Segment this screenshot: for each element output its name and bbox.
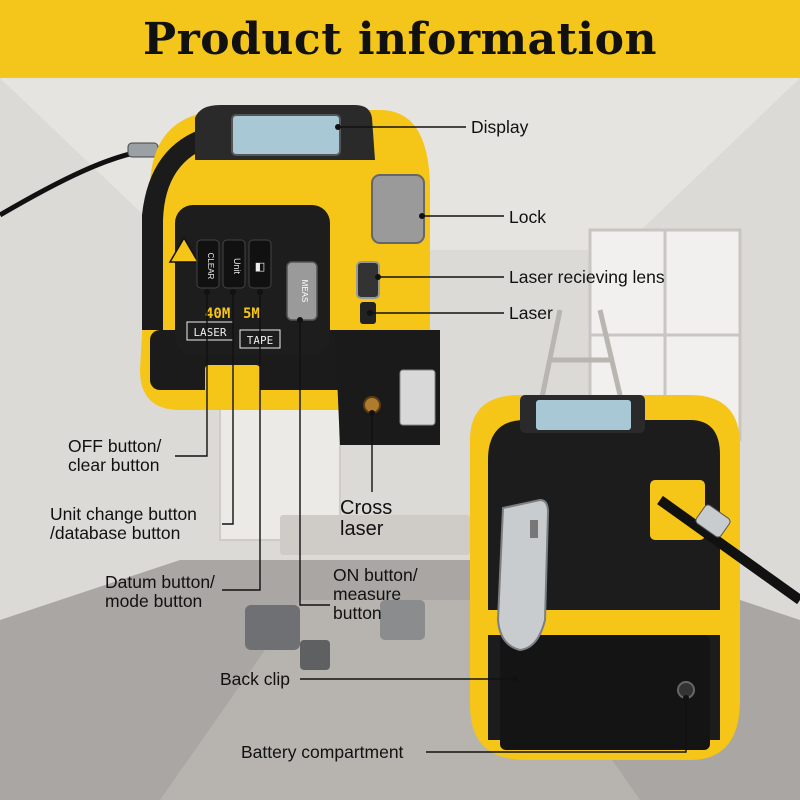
lock-slider xyxy=(371,174,425,244)
label-unit-button-line1: Unit change button xyxy=(50,504,197,524)
lanyard-cord xyxy=(0,147,151,218)
label-cross-laser-line2: laser xyxy=(340,518,384,540)
label-datum-button: Datum button/ mode button xyxy=(105,573,215,611)
back-device xyxy=(470,395,800,760)
label-battery-compartment: Battery compartment xyxy=(241,742,404,762)
title-banner: Product information xyxy=(0,0,800,78)
label-cross-laser-line1: Cross xyxy=(340,497,393,519)
label-laser-receiving-lens: Laser recieving lens xyxy=(509,267,665,287)
label-on-button-line1: ON button/ xyxy=(333,565,418,585)
label-cross-laser: Cross laser xyxy=(340,498,392,540)
battery-screw xyxy=(677,681,695,699)
tape-range-text: 5M xyxy=(243,306,260,322)
label-laser: Laser xyxy=(509,303,553,323)
unit-button xyxy=(222,239,246,289)
off-button-text: CLEAR xyxy=(206,253,215,280)
label-unit-button-line2: /database button xyxy=(50,523,181,543)
back-clip xyxy=(496,498,550,652)
label-off-button-line2: clear button xyxy=(68,455,160,475)
label-back-clip: Back clip xyxy=(220,669,291,689)
datum-button xyxy=(248,239,272,289)
laser-receiving-lens xyxy=(356,261,380,299)
label-on-button-line2: measure xyxy=(333,584,402,604)
label-datum-button-line1: Datum button/ xyxy=(105,572,215,592)
label-lock: Lock xyxy=(509,207,546,227)
laser-label-text: LASER xyxy=(193,326,226,339)
display-screen xyxy=(231,114,341,156)
meas-button-text: MEAS xyxy=(300,280,309,303)
tape-label-text: TAPE xyxy=(247,334,274,347)
label-display: Display xyxy=(471,117,529,137)
label-on-button: ON button/ measure button xyxy=(333,566,418,623)
laser-emitter xyxy=(360,302,376,324)
label-off-button: OFF button/ clear button xyxy=(68,437,161,475)
cross-laser-aperture xyxy=(363,396,381,414)
label-datum-button-line2: mode button xyxy=(105,591,203,611)
off-clear-button xyxy=(196,239,220,289)
label-on-button-line3: button xyxy=(333,603,382,623)
front-device: CLEAR Unit ◧ MEAS 40M 5M LASER TAPE xyxy=(140,105,440,445)
back-display-screen xyxy=(536,400,631,430)
laser-warning-icon xyxy=(168,236,200,263)
tape-hook xyxy=(399,369,436,426)
label-unit-button: Unit change button /database button xyxy=(50,505,197,543)
datum-button-text: ◧ xyxy=(255,260,265,273)
laser-range-text: 40M xyxy=(205,306,230,322)
unit-button-text: Unit xyxy=(232,258,242,275)
page-title: Product information xyxy=(143,13,657,65)
label-off-button-line1: OFF button/ xyxy=(68,436,162,456)
